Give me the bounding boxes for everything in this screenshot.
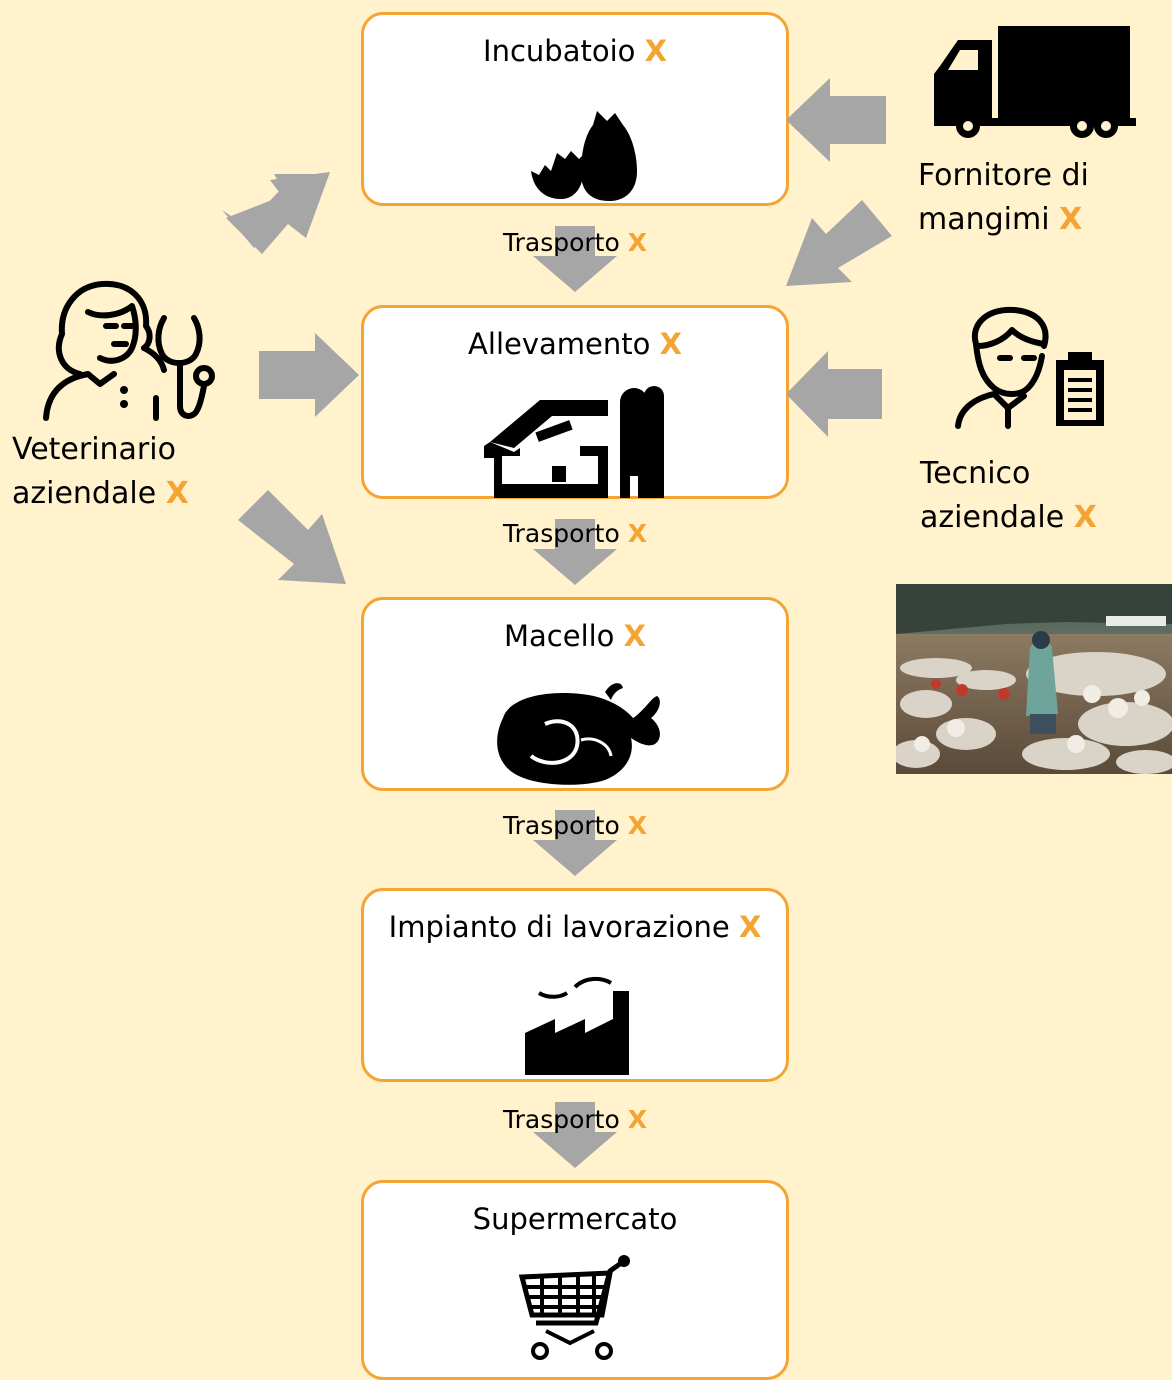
turkey-barn-photo xyxy=(896,584,1172,774)
factory-icon xyxy=(525,976,629,1075)
down-arrow-4 xyxy=(533,1102,617,1168)
stage-box-macello: Macello X xyxy=(361,597,789,791)
hatching-chick-icon xyxy=(531,111,637,201)
farm-house-icon xyxy=(484,386,664,498)
stage-box-supermercato: Supermercato xyxy=(361,1180,789,1380)
down-arrow-3 xyxy=(533,810,617,876)
transport-label-4: Trasporto X xyxy=(503,1105,647,1134)
arrow-supplier-to-allevamento xyxy=(786,200,892,286)
arrow-technician-to-allevamento xyxy=(786,351,882,437)
transport-label-3: Trasporto X xyxy=(503,811,647,840)
shopping-cart-icon xyxy=(518,1255,630,1360)
down-arrow-1 xyxy=(533,226,617,292)
stage-title: Incubatoio X xyxy=(483,34,667,68)
whole-chicken-icon xyxy=(497,683,660,785)
delivery-truck-icon xyxy=(934,26,1136,138)
transport-label-1: Trasporto X xyxy=(503,228,647,257)
stage-box-allevamento: Allevamento X xyxy=(361,305,789,499)
technician-label: Tecnico aziendale X xyxy=(920,456,1097,535)
stage-box-incubatoio: Incubatoio X xyxy=(361,12,789,206)
stage-title: Impianto di lavorazione X xyxy=(388,910,762,944)
arrow-vet-to-allevamento xyxy=(259,333,359,417)
stage-title: Supermercato xyxy=(472,1202,678,1236)
stage-title: Allevamento X xyxy=(468,327,682,361)
stage-box-impianto: Impianto di lavorazione X xyxy=(361,888,789,1082)
down-arrow-2 xyxy=(533,519,617,585)
arrow-vet-to-macello xyxy=(238,490,346,584)
stage-title: Macello X xyxy=(503,619,646,653)
arrow-vet-to-incubatoio xyxy=(222,172,330,254)
technician-icon xyxy=(955,306,1104,429)
veterinarian-icon xyxy=(43,280,215,421)
arrow-supplier-to-incubatoio xyxy=(786,78,886,162)
feed-supplier-label: Fornitore di mangimi X xyxy=(918,158,1089,237)
transport-label-2: Trasporto X xyxy=(503,519,647,548)
veterinarian-label: Veterinario aziendale X xyxy=(12,432,189,511)
